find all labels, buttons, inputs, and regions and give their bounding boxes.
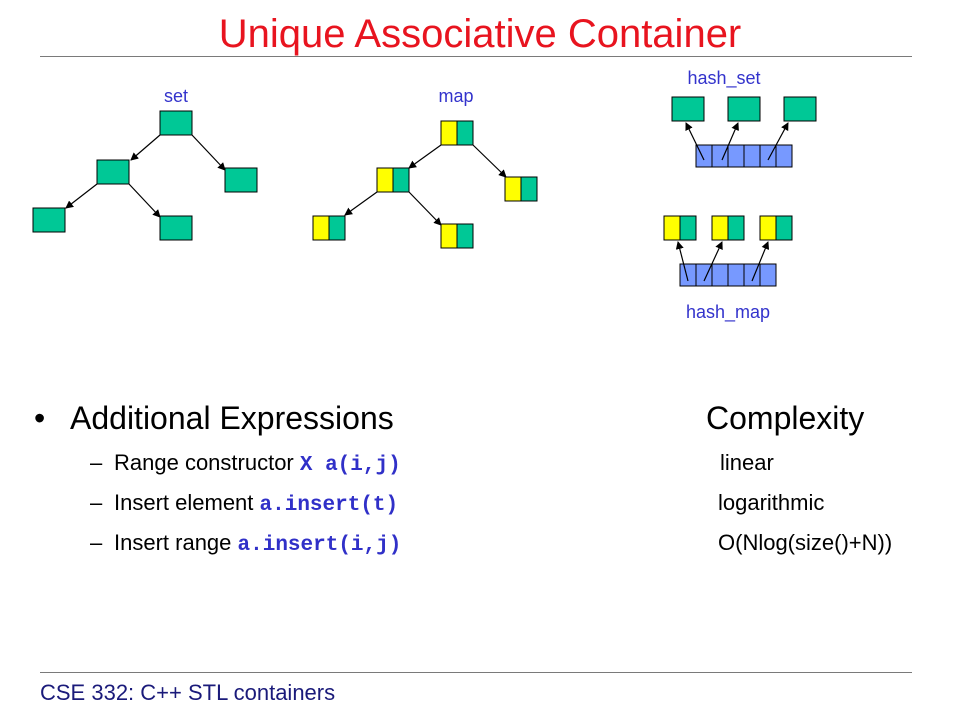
hash-set-node — [671, 96, 705, 122]
hash-set-bucket — [727, 144, 745, 168]
hash-set-bucket — [759, 144, 777, 168]
item-label: Insert range — [114, 530, 238, 555]
item-text: Insert element a.insert(t) — [114, 490, 398, 517]
hash-map-pointer — [751, 241, 770, 282]
footer-text: CSE 332: C++ STL containers — [40, 680, 336, 705]
hash-set-pointer — [685, 122, 705, 161]
set-edge — [191, 134, 226, 171]
hash-set-node — [783, 96, 817, 122]
item-text: Range constructor X a(i,j) — [114, 450, 401, 477]
bullet-list: • Additional Expressions Complexity – Ra… — [34, 400, 934, 566]
set-node — [159, 110, 193, 136]
map-edge — [344, 191, 378, 216]
hash-map-node — [711, 215, 745, 241]
item-label: Range constructor — [114, 450, 300, 475]
map-edge — [408, 144, 442, 169]
hash-map-bucket — [727, 263, 745, 287]
list-item: – Range constructor X a(i,j) linear — [34, 446, 934, 486]
map-node — [312, 215, 346, 241]
item-text: Insert range a.insert(i,j) — [114, 530, 401, 557]
hash-map-label: hash_map — [686, 302, 770, 323]
map-label: map — [438, 86, 473, 106]
title-rule — [40, 56, 912, 57]
map-node — [440, 223, 474, 249]
item-complexity: linear — [720, 450, 774, 475]
hash-set-pointer — [721, 122, 739, 161]
set-node — [96, 159, 130, 185]
list-item: – Insert range a.insert(i,j) O(Nlog(size… — [34, 526, 934, 566]
set-node — [224, 167, 258, 193]
footer-rule — [40, 672, 912, 673]
hash-set-node — [727, 96, 761, 122]
hash-set — [671, 96, 817, 168]
heading-text: Additional Expressions — [70, 400, 394, 436]
map-node — [376, 167, 410, 193]
set-node — [32, 207, 66, 233]
map-node — [504, 176, 538, 202]
set-edge — [65, 183, 98, 209]
hash-set-bucket — [743, 144, 761, 168]
hash-set-pointer — [767, 122, 789, 161]
list-item: – Insert element a.insert(t) logarithmic — [34, 486, 934, 526]
map-tree — [312, 120, 538, 249]
hash-map-bucket — [759, 263, 777, 287]
hash-map-bucket — [711, 263, 729, 287]
set-node — [159, 215, 193, 241]
item-complexity: logarithmic — [718, 490, 825, 515]
hash-map-bucket — [695, 263, 713, 287]
dash-marker: – — [90, 490, 103, 515]
item-label: Insert element — [114, 490, 260, 515]
heading-complexity: Complexity — [706, 400, 865, 436]
dash-marker: – — [90, 530, 103, 555]
hash-map-node — [759, 215, 793, 241]
slide-title: Unique Associative Container — [218, 12, 742, 56]
set-label: set — [164, 86, 188, 106]
map-node — [440, 120, 474, 146]
hash-map-pointer — [703, 241, 723, 282]
hash-map — [663, 215, 793, 287]
dash-marker: – — [90, 450, 103, 475]
item-complexity: O(Nlog(size()+N)) — [718, 530, 893, 555]
container-diagram: set map hash_set hash_map — [32, 68, 817, 323]
map-edge — [408, 191, 442, 226]
hash-map-pointer — [675, 241, 689, 282]
hash-map-bucket — [679, 263, 697, 287]
set-edge — [130, 134, 161, 161]
hash-set-label: hash_set — [687, 68, 760, 89]
map-edge — [472, 144, 507, 178]
item-code: a.insert(t) — [259, 494, 399, 517]
item-code: a.insert(i,j) — [237, 534, 402, 557]
hash-set-bucket — [775, 144, 793, 168]
bullet-dot: • — [34, 400, 46, 436]
item-code: X a(i,j) — [299, 454, 401, 477]
bullet-heading: • Additional Expressions Complexity — [34, 400, 934, 446]
set-tree — [32, 110, 258, 241]
hash-map-node — [663, 215, 697, 241]
hash-set-bucket — [711, 144, 729, 168]
set-edge — [128, 183, 161, 218]
